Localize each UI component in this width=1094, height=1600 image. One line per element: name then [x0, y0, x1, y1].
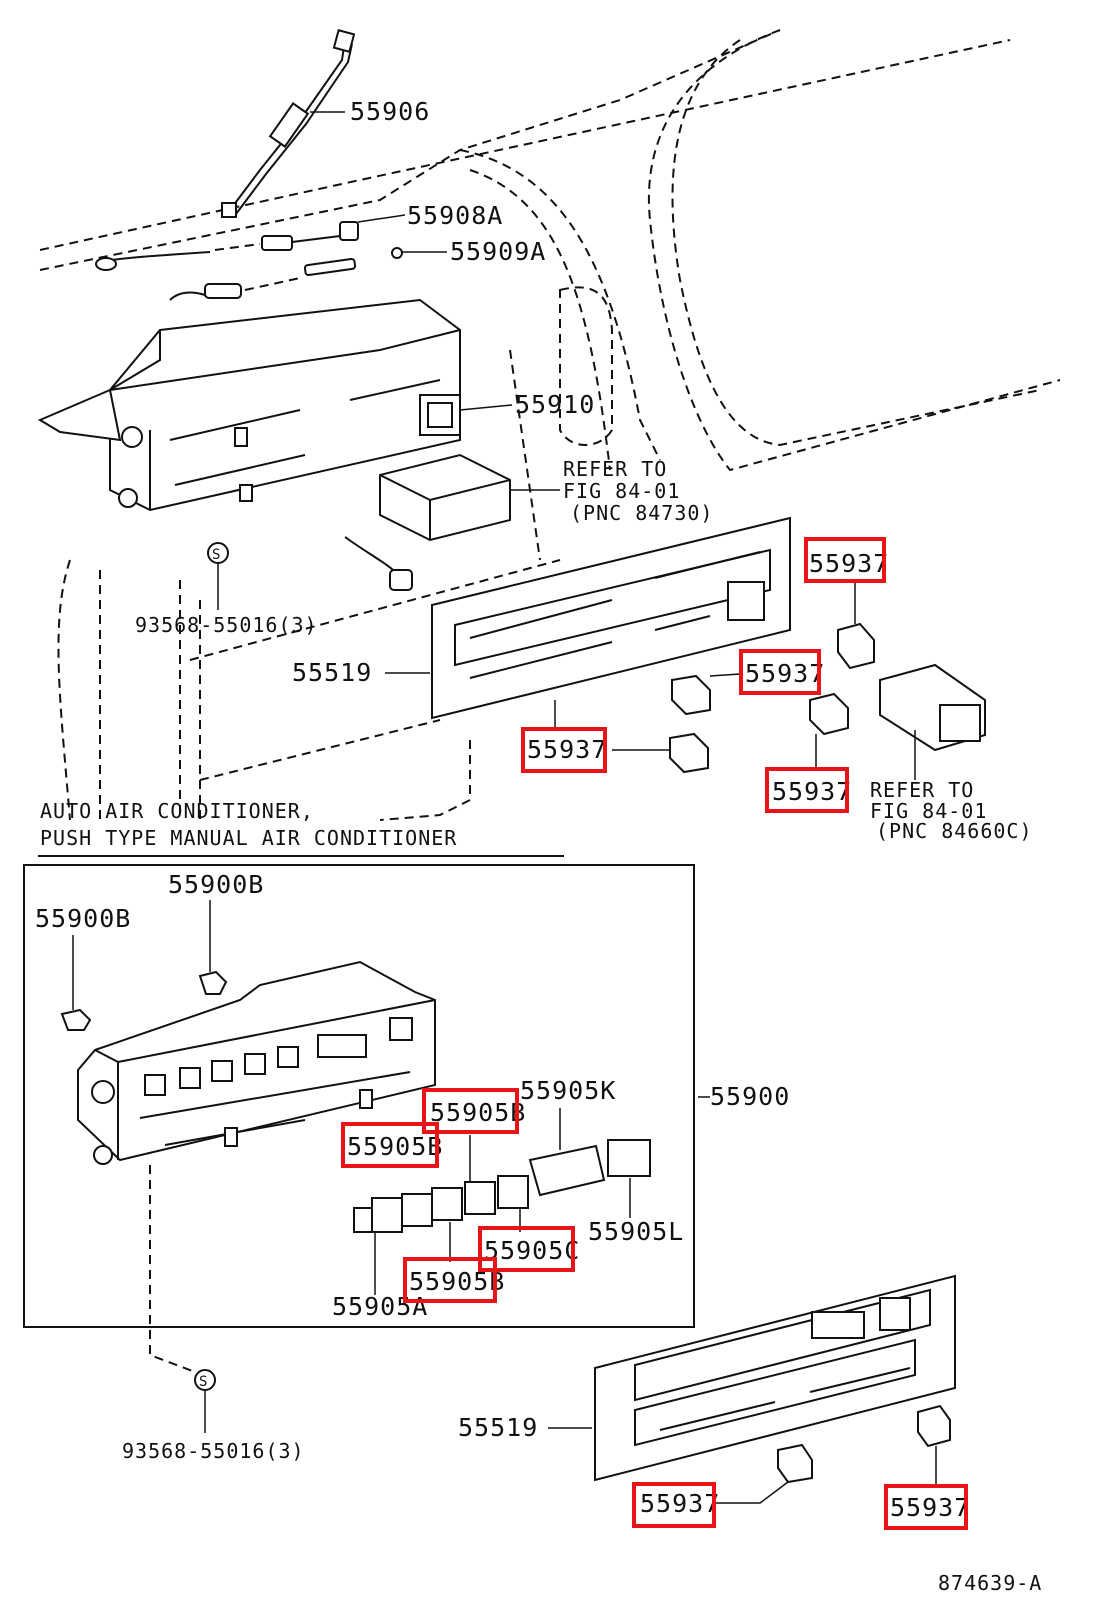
- highlight-55937-d: [765, 767, 849, 813]
- panel-55519-bottom[interactable]: [594, 1274, 956, 1482]
- label-55937-e[interactable]: 55937: [640, 1489, 720, 1518]
- cable-55906[interactable]: [221, 29, 356, 218]
- highlight-55905b-b: [341, 1122, 439, 1168]
- control-assembly-55900[interactable]: [77, 960, 436, 1165]
- label-93568-bottom[interactable]: 93568-55016(3): [122, 1439, 305, 1463]
- label-55937-b[interactable]: 55937: [745, 659, 825, 688]
- highlight-55905b-a: [422, 1088, 519, 1134]
- label-55909a[interactable]: 55909A: [450, 237, 546, 266]
- button-group-55905[interactable]: [353, 1139, 651, 1233]
- panel-55519-top[interactable]: [431, 516, 791, 720]
- label-55937-d[interactable]: 55937: [772, 777, 852, 806]
- label-55906[interactable]: 55906: [350, 97, 430, 126]
- highlight-55937-b: [739, 649, 821, 695]
- leader-55908a: [357, 214, 406, 223]
- refer-84730-line3[interactable]: (PNC 84730): [570, 501, 713, 525]
- label-55905b-a[interactable]: 55905B: [430, 1098, 526, 1127]
- screw-93568-bottom[interactable]: S: [194, 1369, 216, 1433]
- refer-84660c-line2: FIG 84-01: [870, 799, 987, 823]
- screw-symbol-top: S: [212, 547, 220, 563]
- label-55905l[interactable]: 55905L: [588, 1217, 684, 1246]
- highlight-55937-e: [632, 1482, 716, 1528]
- label-55519-bottom[interactable]: 55519: [458, 1413, 538, 1442]
- refer-84660c-line1: REFER TO: [870, 778, 974, 802]
- label-55519-top[interactable]: 55519: [292, 658, 372, 687]
- section-title-line2: PUSH TYPE MANUAL AIR CONDITIONER: [40, 826, 457, 850]
- control-assembly-55910[interactable]: [37, 298, 461, 512]
- leader-55910: [459, 404, 513, 411]
- assembly-box-55900: [23, 864, 695, 1328]
- drawing-number: 874639-A: [938, 1571, 1042, 1595]
- label-93568-top[interactable]: 93568-55016(3): [135, 613, 318, 637]
- module-84730[interactable]: [344, 453, 511, 591]
- highlight-55937-f: [884, 1484, 968, 1530]
- highlight-55905b-c: [403, 1257, 497, 1303]
- label-55905k[interactable]: 55905K: [520, 1076, 616, 1105]
- knob-55937-c[interactable]: [612, 732, 709, 774]
- label-55908a[interactable]: 55908A: [407, 201, 503, 230]
- label-55905c[interactable]: 55905C: [484, 1236, 580, 1265]
- module-84660c[interactable]: [879, 663, 986, 780]
- label-55905a[interactable]: 55905A: [332, 1292, 428, 1321]
- label-55937-f[interactable]: 55937: [890, 1493, 970, 1522]
- label-55900b-a[interactable]: 55900B: [35, 904, 131, 933]
- highlight-55937-c: [521, 727, 607, 773]
- section-title-line1: AUTO AIR CONDITIONER,: [40, 799, 314, 823]
- screw-55900b-a[interactable]: [60, 935, 92, 1031]
- knob-55937-b[interactable]: [671, 673, 741, 716]
- highlight-55905c: [478, 1226, 575, 1272]
- label-55937-a[interactable]: 55937: [809, 549, 889, 578]
- leader-screw-bottom-dash: [149, 1165, 196, 1373]
- knob-55937-f[interactable]: [917, 1404, 951, 1485]
- label-55900[interactable]: 55900: [710, 1082, 790, 1111]
- dashboard-outline: [39, 29, 1061, 821]
- screw-93568-top[interactable]: S: [207, 542, 229, 610]
- highlight-55937-a: [804, 537, 886, 583]
- refer-84730-line1: REFER TO: [563, 457, 667, 481]
- label-55905b-b[interactable]: 55905B: [347, 1132, 443, 1161]
- knob-55937-e[interactable]: [716, 1443, 813, 1504]
- refer-84730-line2: FIG 84-01: [563, 479, 680, 503]
- knob-55937-a[interactable]: [837, 582, 875, 670]
- cable-55909a[interactable]: [169, 247, 403, 301]
- knob-55937-d[interactable]: [809, 692, 849, 770]
- label-55910[interactable]: 55910: [515, 390, 595, 419]
- cable-55908a[interactable]: [95, 221, 359, 271]
- label-55937-c[interactable]: 55937: [527, 735, 607, 764]
- screw-symbol-bottom: S: [199, 1374, 207, 1390]
- screw-55900b-b[interactable]: [198, 900, 228, 995]
- refer-84660c-line3[interactable]: (PNC 84660C): [876, 819, 1033, 843]
- label-55900b-b[interactable]: 55900B: [168, 870, 264, 899]
